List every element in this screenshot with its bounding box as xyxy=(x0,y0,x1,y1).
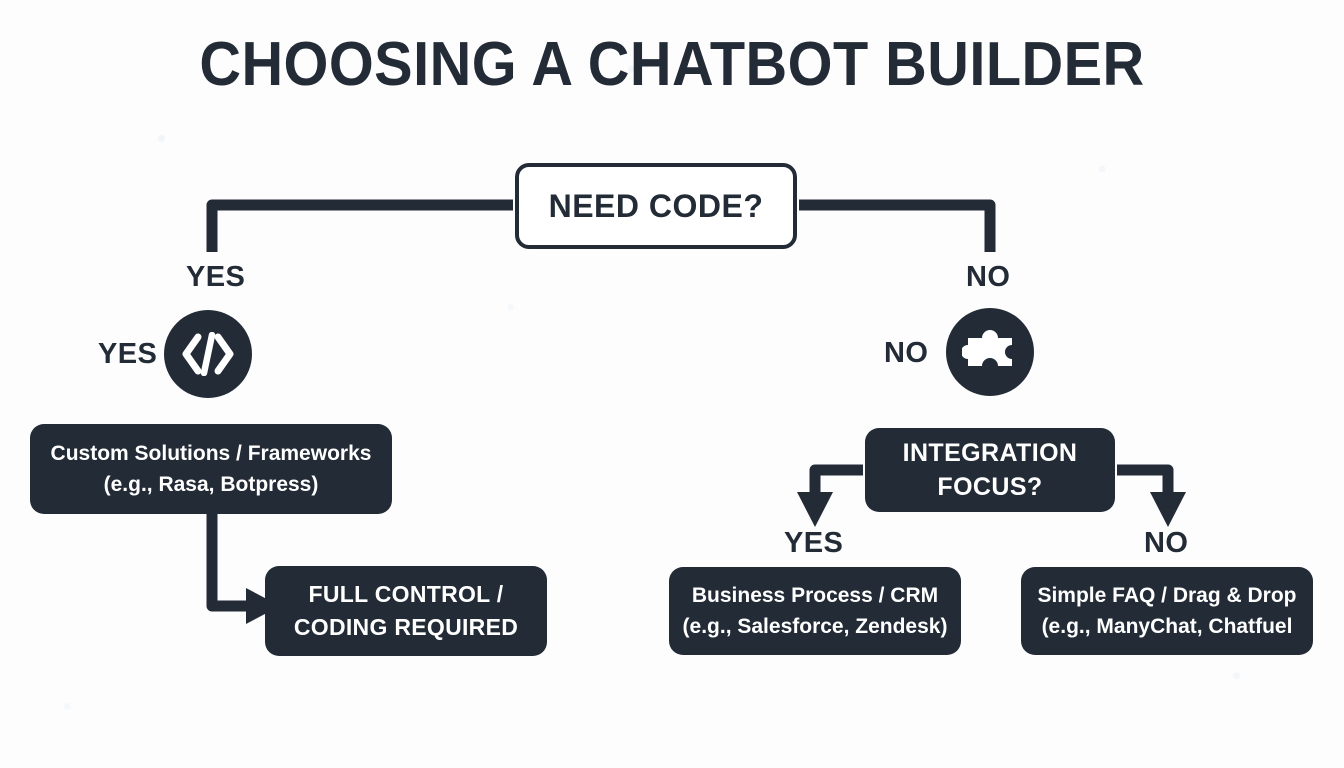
edge-label-no-integration: NO xyxy=(1144,527,1189,559)
edge-label-yes-top: YES xyxy=(186,261,246,293)
code-badge xyxy=(164,310,252,398)
edge-custom-to-full-control xyxy=(206,514,246,612)
outcome-node-simple-faq[interactable]: Simple FAQ / Drag & Drop (e.g., ManyChat… xyxy=(1021,567,1313,655)
node-custom-line2: (e.g., Rasa, Botpress) xyxy=(103,473,319,496)
node-simple-line2: (e.g., ManyChat, Chatfuel xyxy=(1041,615,1293,638)
code-icon xyxy=(182,332,234,376)
node-business-line1: Business Process / CRM xyxy=(691,584,939,607)
node-business-line2: (e.g., Salesforce, Zendesk) xyxy=(682,615,948,638)
edge-label-no-top: NO xyxy=(966,261,1011,293)
arrowhead-integration-yes xyxy=(797,492,833,527)
decision-node-need-code[interactable]: NEED CODE? xyxy=(515,163,797,249)
edge-integration-no xyxy=(1117,464,1174,492)
puzzle-piece-icon xyxy=(962,330,1012,366)
edge-integration-yes xyxy=(809,464,863,492)
node-full-control-line2: CODING REQUIRED xyxy=(293,614,519,640)
edge-need-code-no xyxy=(799,199,996,252)
outcome-node-business-process[interactable]: Business Process / CRM (e.g., Salesforce… xyxy=(669,567,961,655)
arrowhead-full-control xyxy=(246,588,280,624)
outcome-node-custom-solutions[interactable]: Custom Solutions / Frameworks (e.g., Ras… xyxy=(30,424,392,514)
node-simple-line1: Simple FAQ / Drag & Drop xyxy=(1037,584,1297,607)
node-need-code-label: NEED CODE? xyxy=(548,187,764,224)
node-full-control-line1: FULL CONTROL / xyxy=(308,581,504,607)
edge-label-no-right: NO xyxy=(884,337,929,369)
decision-node-integration-focus[interactable]: INTEGRATION FOCUS? xyxy=(865,428,1115,512)
arrowhead-integration-no xyxy=(1150,492,1186,527)
edge-label-yes-left: YES xyxy=(98,338,158,370)
node-integration-line2: FOCUS? xyxy=(937,473,1043,501)
page-title: CHOOSING A CHATBOT BUILDER xyxy=(199,30,1145,99)
edge-label-yes-integration: YES xyxy=(784,527,844,559)
edge-need-code-yes xyxy=(206,199,513,252)
node-integration-line1: INTEGRATION xyxy=(902,439,1078,467)
puzzle-badge xyxy=(946,308,1034,396)
node-custom-line1: Custom Solutions / Frameworks xyxy=(50,442,372,465)
outcome-node-full-control[interactable]: FULL CONTROL / CODING REQUIRED xyxy=(265,566,547,656)
